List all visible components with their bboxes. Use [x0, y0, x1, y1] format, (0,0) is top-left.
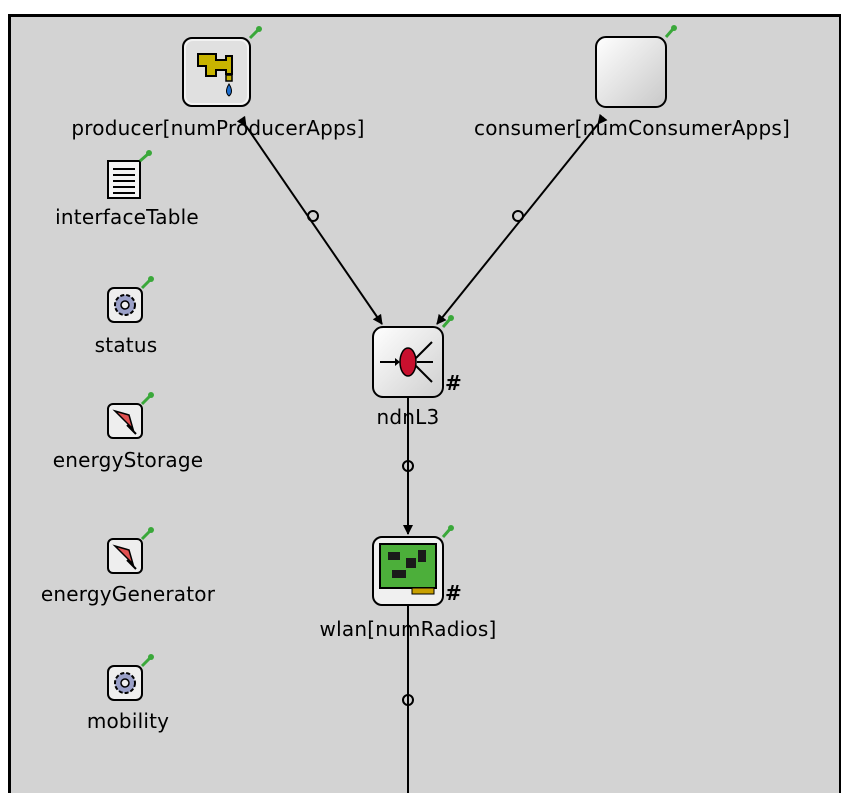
table-doc-icon [107, 150, 152, 199]
connection-consumer-ndnl3[interactable] [436, 113, 608, 325]
gear-icon [107, 276, 154, 323]
wlan-label: wlan[numRadios] [319, 617, 497, 641]
ndn-l3-vector-marker: # [445, 371, 462, 395]
producer-label: producer[numProducerApps] [71, 116, 365, 140]
faucet-icon [182, 26, 262, 107]
consumer-label: consumer[numConsumerApps] [474, 116, 790, 140]
wlan-vector-marker: # [445, 581, 462, 605]
energy-storage-label: energyStorage [52, 448, 204, 472]
gate-dot-ndnl3-wlan [402, 460, 414, 472]
gate-dot-producer [307, 210, 319, 222]
plug-icon [107, 527, 154, 574]
interface-table-label: interfaceTable [55, 205, 199, 229]
gear-icon [107, 654, 154, 701]
gate-dot-consumer [512, 210, 524, 222]
status-label: status [94, 333, 158, 357]
mobility-label: mobility [86, 709, 170, 733]
ndn-l3-label: ndnL3 [376, 405, 440, 429]
blank-square-icon [595, 25, 677, 108]
gate-dot-wlan-radio [402, 694, 414, 706]
router-icon [372, 315, 454, 398]
connection-producer-ndnl3[interactable] [236, 115, 383, 325]
energy-generator-label: energyGenerator [40, 582, 216, 606]
network-card-icon [372, 525, 454, 606]
plug-icon [107, 392, 154, 439]
